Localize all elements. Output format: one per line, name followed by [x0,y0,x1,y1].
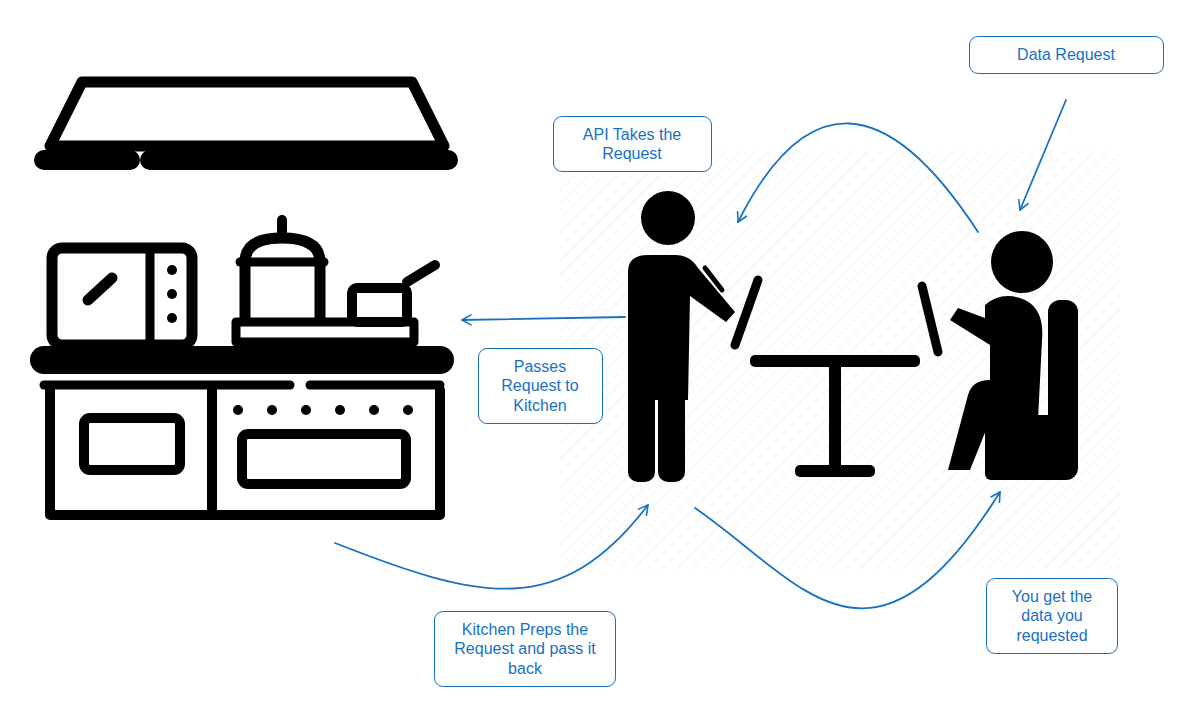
callout-box: Kitchen Preps the Request and pass it ba… [434,611,616,687]
from-kitchen-arrow [335,505,648,589]
table-figure [750,355,920,477]
hatch-backdrop [560,150,1120,570]
request-arrow [1020,100,1066,210]
serve-arrow [695,492,1000,608]
callout-box: You get the data you requested [986,578,1118,654]
callout-text: Kitchen Preps the Request and pass it ba… [445,620,605,678]
waiter-figure [628,191,758,482]
to-kitchen-arrow [462,317,625,320]
callout-text: You get the data you requested [997,587,1107,645]
kitchen-illustration [44,82,448,515]
callout-text: API Takes the Request [564,125,701,163]
order-arrow [738,123,978,232]
callout-box: Data Request [969,36,1164,73]
callout-box: API Takes the Request [553,116,712,172]
callout-text: Passes Request to Kitchen [489,357,592,415]
callout-text: Data Request [980,45,1153,64]
customer-figure [922,231,1078,480]
callout-box: Passes Request to Kitchen [478,348,603,424]
flow-arrows [335,100,1066,608]
